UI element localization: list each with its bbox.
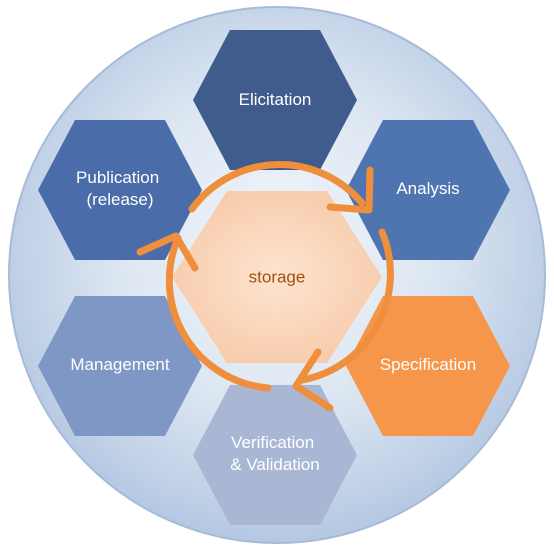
stage-management-label: Management [70, 355, 170, 374]
stage-management-line-1: Management [70, 355, 170, 374]
stage-elicitation-hexagon [193, 30, 357, 170]
stage-analysis-hexagon [346, 120, 510, 260]
cycle-arrow-left [165, 234, 272, 392]
stage-publication-line-2: (release) [86, 190, 153, 209]
storage-hexagon [172, 191, 382, 363]
stage-publication-line-1: Publication [76, 168, 159, 187]
stage-publication-hexagon [38, 120, 202, 260]
stage-specification-label: Specification [380, 355, 476, 374]
stage-elicitation: Elicitation [193, 30, 357, 170]
stage-analysis: Analysis [346, 120, 510, 260]
stage-specification: Specification [346, 296, 510, 436]
stage-verification-validation-line-1: Verification [231, 433, 314, 452]
cycle-arrow-top-head [326, 166, 374, 214]
stage-management-hexagon [38, 296, 202, 436]
cycle-arrow-left-head [136, 232, 199, 272]
stage-analysis-label: Analysis [396, 179, 459, 198]
stage-management: Management [38, 296, 202, 436]
stage-elicitation-label: Elicitation [239, 90, 312, 109]
stage-specification-hexagon [346, 296, 510, 436]
storage-label: storage [249, 267, 306, 286]
stage-publication: Publication (release) [38, 120, 202, 260]
stage-elicitation-line-1: Elicitation [239, 90, 312, 109]
storage-center: storage [172, 191, 382, 363]
cycle-arrow-right [298, 228, 394, 384]
stage-verification-validation-hexagon [193, 385, 357, 525]
stage-specification-line-1: Specification [380, 355, 476, 374]
stage-verification-validation: Verification & Validation [193, 385, 357, 525]
stage-publication-label: Publication (release) [76, 168, 164, 209]
cycle-arrows [136, 161, 394, 412]
stage-analysis-line-1: Analysis [396, 179, 459, 198]
cycle-arrow-top [188, 161, 366, 213]
cycle-arrow-right-head [292, 348, 334, 412]
stage-verification-validation-label: Verification & Validation [230, 433, 319, 474]
stage-verification-validation-line-2: & Validation [230, 455, 319, 474]
